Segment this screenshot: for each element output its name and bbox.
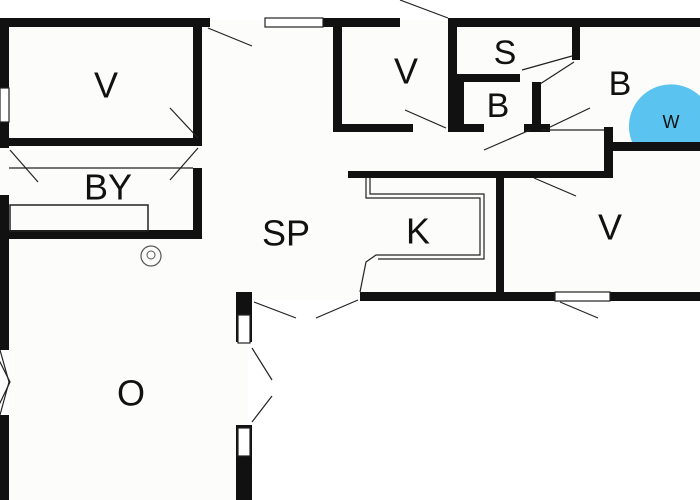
- room-label-bath-small: B: [487, 87, 510, 125]
- window-o-right-a: [237, 314, 251, 344]
- door-swing-s-b: [539, 61, 575, 85]
- floor-drain-inner: [146, 250, 156, 260]
- window-v3-bottom: [554, 291, 611, 302]
- wall-v1-right: [193, 18, 202, 138]
- room-label-bedroom-top-middle: V: [394, 51, 418, 92]
- room-label-kitchen: K: [406, 211, 430, 252]
- outer-wall-top-mid: [320, 18, 400, 27]
- door-swing-b2: [547, 107, 591, 129]
- room-label-bath-main: B: [609, 65, 632, 103]
- wall-b1-bottom-right: [524, 124, 550, 132]
- wall-v2-left: [333, 18, 342, 130]
- door-swing-living-top: [207, 27, 253, 47]
- wall-s-right: [572, 18, 580, 60]
- door-swing-by-b: [9, 149, 39, 183]
- door-swing-v2: [404, 109, 447, 129]
- outer-wall-top-left: [0, 18, 210, 27]
- kitchen-counter-inner: [369, 178, 485, 260]
- wall-k-top: [348, 171, 610, 178]
- floor-drain-outer: [140, 245, 162, 267]
- door-swing-o-right-a: [251, 347, 273, 381]
- outer-wall-left-bottom: [0, 195, 9, 500]
- room-label-living: SP: [262, 213, 310, 254]
- door-swing-o-a: [253, 301, 297, 319]
- window-left-v1: [0, 87, 10, 123]
- wall-by-bottom: [0, 230, 202, 239]
- wall-b1-right: [532, 82, 541, 132]
- o-left-door-opening: [0, 350, 9, 415]
- outer-wall-bottom-right-b: [610, 292, 700, 301]
- wall-s-bottom: [448, 74, 520, 82]
- door-swing-b1: [483, 129, 531, 151]
- room-label-washer: W: [663, 112, 680, 132]
- outer-wall-right-h: [604, 142, 700, 151]
- kitchen-counter: [359, 178, 481, 293]
- room-label-large-room: O: [117, 373, 145, 414]
- door-swing-by-a: [169, 147, 199, 181]
- outer-wall-bottom-right-a: [360, 292, 555, 301]
- door-swing-o-b: [315, 299, 359, 319]
- washer-symbol: [628, 84, 700, 142]
- wall-v1-bottom: [0, 138, 202, 146]
- door-swing-o-right-b: [251, 395, 273, 423]
- window-o-right-b: [237, 427, 251, 457]
- room-label-bedroom-right: V: [598, 207, 622, 248]
- room-label-bedroom-top-left: V: [94, 65, 118, 106]
- door-swing-s: [521, 55, 573, 71]
- o-left-door-swing-a: [0, 349, 10, 416]
- room-label-storage: S: [494, 34, 517, 72]
- wall-b1-left: [456, 82, 464, 132]
- room-label-utility: BY: [84, 167, 132, 208]
- o-left-door-swing-b: [0, 360, 11, 405]
- door-swing-v1: [169, 107, 199, 139]
- wall-b1-bottom: [448, 124, 484, 132]
- wall-by-right: [193, 168, 202, 238]
- wall-v2-bottom: [333, 124, 413, 132]
- wall-v3-left: [496, 171, 504, 301]
- wall-v3-top-right: [586, 171, 613, 178]
- outer-wall-left-top: [0, 18, 9, 148]
- utility-counter: [9, 204, 149, 232]
- door-swing-v3: [533, 177, 577, 197]
- door-swing-top-entry: [399, 0, 449, 19]
- door-swing-v3-bottom: [559, 301, 599, 319]
- window-top-living: [264, 17, 324, 28]
